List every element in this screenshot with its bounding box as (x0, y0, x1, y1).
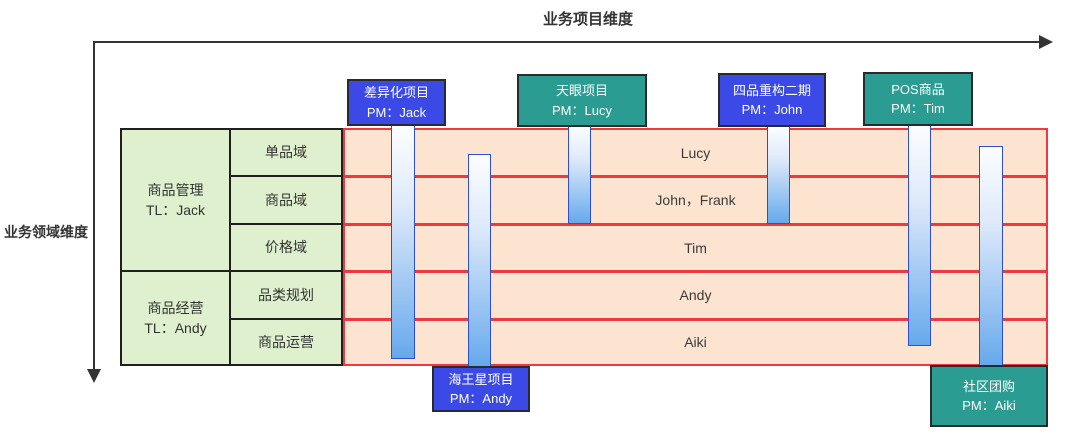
row-divider (345, 223, 1046, 226)
project-pm: PM：Jack (366, 104, 427, 120)
project-pm: PM：John (741, 102, 803, 117)
project-bar-tianyan (568, 125, 591, 224)
project-box-chayihua: 差异化项目 PM：Jack (347, 79, 446, 126)
domain-cell: 单品域 (229, 128, 343, 177)
team-group-cell: 商品经营 TL：Andy (120, 270, 231, 366)
project-name: 社区团购 (962, 378, 1015, 394)
row-members: Andy (679, 287, 712, 303)
x-axis-line (93, 41, 1041, 43)
y-axis-line (93, 41, 95, 371)
x-axis-title: 业务项目维度 (543, 11, 634, 28)
row-divider (345, 318, 1046, 321)
project-name: 差异化项目 (363, 85, 429, 100)
team-group-tl: TL：Andy (144, 320, 207, 336)
project-name: 天眼项目 (555, 83, 608, 98)
domain-cell: 商品运营 (229, 318, 343, 366)
matrix-grid: Lucy John，Frank Tim Andy Aiki (343, 128, 1048, 366)
project-name: POS商品 (891, 81, 945, 97)
row-members: Tim (684, 239, 707, 256)
project-bar-pos (908, 125, 931, 346)
project-name: 四品重构二期 (732, 82, 811, 98)
team-group-cell: 商品管理 TL：Jack (120, 128, 231, 272)
team-group-name: 商品经营 (147, 299, 204, 316)
y-axis-title: 业务领域维度 (4, 224, 88, 240)
x-axis-arrowhead-icon (1039, 35, 1053, 49)
project-pm: PM：Tim (891, 101, 945, 116)
project-pm: PM：Aiki (962, 398, 1016, 413)
team-group-tl: TL：Jack (145, 202, 206, 218)
project-bar-sipin (767, 125, 790, 224)
row-divider (345, 270, 1046, 273)
project-box-sipin: 四品重构二期 PM：John (718, 73, 826, 127)
project-box-shequ: 社区团购 PM：Aiki (930, 365, 1048, 427)
project-name: 海王星项目 (448, 371, 514, 387)
project-box-tianyan: 天眼项目 PM：Lucy (517, 74, 647, 127)
row-members: John，Frank (655, 192, 736, 208)
row-divider (345, 175, 1046, 178)
project-bar-chayihua (391, 125, 415, 359)
team-group-name: 商品管理 (147, 181, 204, 198)
domain-cell: 价格域 (229, 223, 343, 272)
row-members: Lucy (680, 144, 711, 161)
row-members: Aiki (684, 334, 707, 350)
project-pm: PM：Lucy (552, 102, 612, 118)
project-bar-haiwangxing (468, 154, 491, 367)
project-box-pos: POS商品 PM：Tim (863, 72, 973, 126)
domain-cell: 品类规划 (229, 270, 343, 320)
project-bar-shequ (979, 146, 1003, 366)
y-axis-arrowhead-icon (87, 369, 101, 383)
project-box-haiwangxing: 海王星项目 PM：Andy (432, 366, 530, 412)
project-pm: PM：Andy (449, 391, 513, 406)
domain-cell: 商品域 (229, 175, 343, 225)
